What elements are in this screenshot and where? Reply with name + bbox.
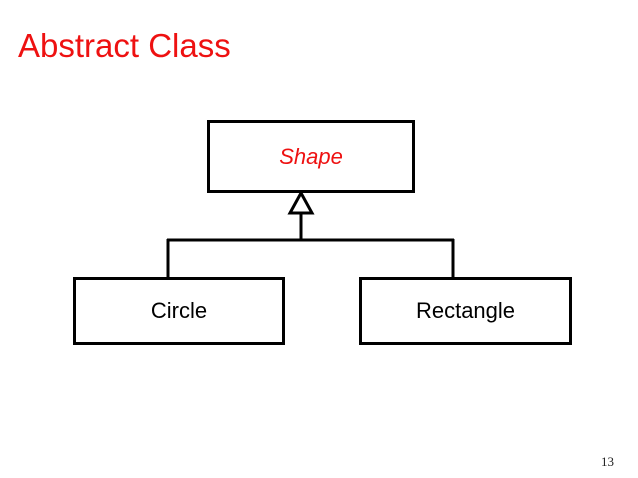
class-box-shape[interactable]: Shape xyxy=(207,120,415,193)
class-name-shape: Shape xyxy=(279,143,343,169)
page-title: Abstract Class xyxy=(18,27,231,64)
class-name-rectangle: Rectangle xyxy=(415,298,516,323)
class-box-rectangle[interactable]: Rectangle xyxy=(359,277,572,345)
class-box-circle[interactable]: Circle xyxy=(73,277,285,345)
page-number: 13 xyxy=(601,454,614,469)
class-name-circle: Circle xyxy=(150,298,208,323)
generalization-triangle-icon xyxy=(287,189,315,215)
